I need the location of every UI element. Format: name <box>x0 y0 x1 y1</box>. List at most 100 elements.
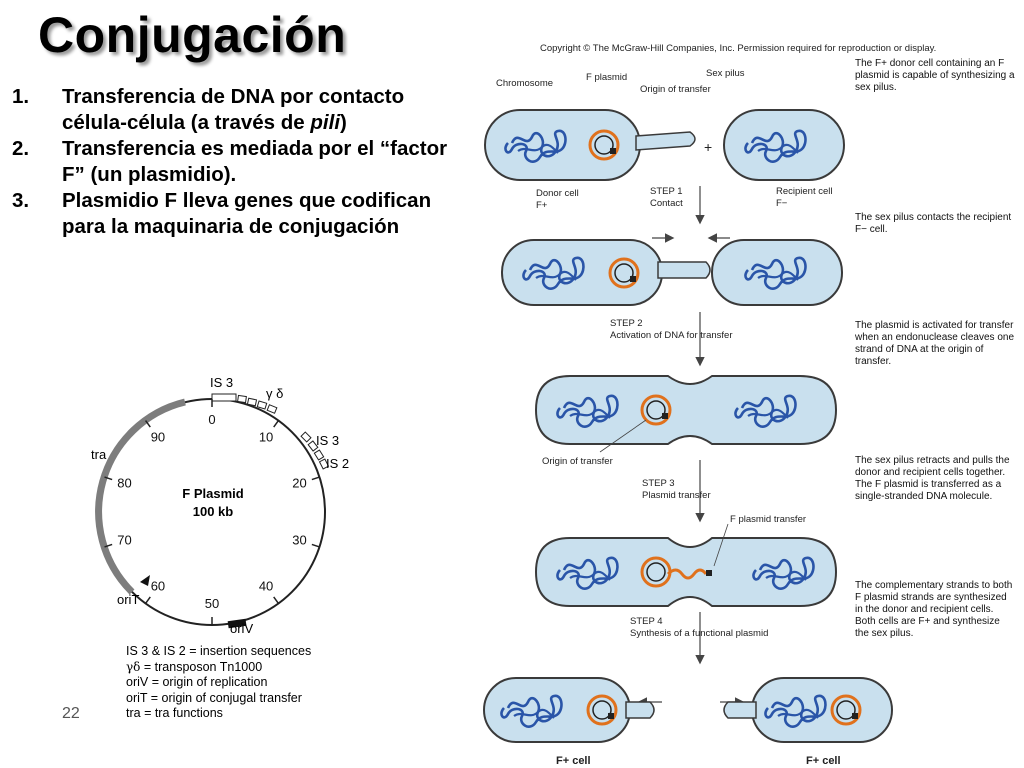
step-3-label: STEP 3 <box>642 478 675 489</box>
bullet-list: 1. Transferencia de DNA por contacto cél… <box>12 84 452 240</box>
origin-of-transfer-label: Origin of transfer <box>542 456 613 467</box>
conjugation-figure: Chromosome F plasmid Origin of transfer … <box>483 68 893 767</box>
bullet-text: Transferencia de DNA por contacto célula… <box>62 85 405 134</box>
step-2-name: Activation of DNA for transfer <box>610 330 733 341</box>
legend-key: IS 3 & IS 2 <box>126 644 186 658</box>
f-plus-cell-label: F+ cell <box>556 755 591 767</box>
description-step-3: The sex pilus retracts and pulls the don… <box>855 455 1010 502</box>
bullet-item-1: 1. Transferencia de DNA por contacto cél… <box>12 84 452 136</box>
step-2-label: STEP 2 <box>610 318 643 329</box>
legend-row: tra = tra functions <box>126 706 366 722</box>
recipient-cell-label: Recipient cell <box>776 186 833 197</box>
bullet-text-end: ) <box>340 111 347 134</box>
step-4-name: Synthesis of a functional plasmid <box>630 628 768 639</box>
bullet-number: 2. <box>12 137 30 160</box>
recipient-sign: F− <box>776 198 788 209</box>
plasmid-tick-label: 90 <box>151 430 165 445</box>
step-3-name: Plasmid transfer <box>642 490 711 501</box>
legend-key: oriV <box>126 675 149 689</box>
plasmid-name: F Plasmid <box>182 486 243 501</box>
stage-1-labels: Chromosome F plasmid Origin of transfer … <box>496 68 833 211</box>
step-1-label: STEP 1 <box>650 186 683 197</box>
plasmid-tick-mark <box>144 420 151 428</box>
plasmid-tick-label: 60 <box>151 578 165 593</box>
plasmid-tick-mark <box>273 420 280 428</box>
copyright-notice: Copyright © The McGraw-Hill Companies, I… <box>540 43 937 54</box>
gamma-delta-label: γ δ <box>266 386 283 401</box>
legend-key: oriT <box>126 690 148 705</box>
legend-row: oriT = origin of conjugal transfer <box>126 691 366 707</box>
tra-region-arc <box>95 398 186 595</box>
plasmid-tick-mark <box>104 543 113 548</box>
oriV-label: oriV <box>230 621 253 636</box>
sex-pilus-label: Sex pilus <box>706 68 745 79</box>
stage-2-labels: STEP 2 Activation of DNA for transfer <box>610 318 733 341</box>
bullet-text: Transferencia es mediada por el “factor … <box>62 137 448 186</box>
is2-label: IS 2 <box>326 456 349 471</box>
legend-text: = transposon Tn1000 <box>140 659 263 674</box>
stage-5-labels: F+ cell F+ cell <box>556 755 841 767</box>
origin-of-transfer-marker <box>610 148 616 154</box>
f-plasmid-ring <box>588 129 620 161</box>
legend-row: oriV = origin of replication <box>126 675 366 691</box>
plasmid-size: 100 kb <box>193 504 234 519</box>
bullet-number: 3. <box>12 189 30 212</box>
oriT-arrow <box>140 575 150 586</box>
f-plasmid-transfer-label: F plasmid transfer <box>730 514 806 525</box>
legend-text: = insertion sequences <box>185 644 312 658</box>
plasmid-tick-label: 50 <box>205 596 219 611</box>
legend-text: = origin of replication <box>148 675 268 689</box>
is3-right-label: IS 3 <box>316 433 339 448</box>
step-1-name: Contact <box>650 198 683 209</box>
plasmid-tick-mark <box>273 596 280 604</box>
plasmid-tick-mark <box>144 596 151 604</box>
legend-text: = origin of conjugal transfer <box>147 690 302 705</box>
insertion-sequence-boxes <box>211 393 330 470</box>
plasmid-tick-mark <box>311 543 320 548</box>
donor-sign: F+ <box>536 200 548 211</box>
plasmid-tick-label: 70 <box>117 532 131 547</box>
bullet-number: 1. <box>12 85 30 108</box>
is3-top-label: IS 3 <box>210 375 233 390</box>
plasmid-tick-label: 0 <box>208 412 215 427</box>
plasmid-tick-label: 10 <box>259 430 273 445</box>
transferred-strand <box>666 568 708 580</box>
stage-2-cells <box>501 239 843 306</box>
plasmid-tick-mark <box>104 476 113 481</box>
description-step-0: The F+ donor cell containing an F plasmi… <box>855 58 1015 93</box>
slide-title: Conjugación <box>38 7 347 63</box>
plasmid-tick-mark <box>311 476 320 481</box>
oriT-label: oriT <box>117 592 139 607</box>
description-step-2: The plasmid is activated for transfer wh… <box>855 320 1015 367</box>
legend-text: = tra functions <box>140 706 223 720</box>
description-step-4: The complementary strands to both F plas… <box>855 580 1013 639</box>
stage-4-labels: F plasmid transfer STEP 4 Synthesis of a… <box>630 514 806 639</box>
origin-transfer-label: Origin of transfer <box>640 84 711 95</box>
legend-row: γδ = transposon Tn1000 <box>126 660 366 676</box>
stage-1-cells <box>484 109 845 181</box>
f-plus-cell-label: F+ cell <box>806 755 841 767</box>
legend-key: tra <box>126 706 141 720</box>
tra-label: tra <box>91 447 107 462</box>
stage-5-cells <box>483 677 893 743</box>
legend-row: IS 3 & IS 2 = insertion sequences <box>126 644 366 660</box>
oriV-marker <box>227 618 247 629</box>
bullet-item-2: 2. Transferencia es mediada por el “fact… <box>12 136 452 188</box>
chromosome-label: Chromosome <box>496 78 553 89</box>
donor-cell-label: Donor cell <box>536 188 579 199</box>
stage-3-labels: Origin of transfer STEP 3 Plasmid transf… <box>542 456 711 501</box>
bullet-text: Plasmidio F lleva genes que codifican pa… <box>62 189 432 238</box>
plasmid-tick-label: 20 <box>292 476 306 491</box>
f-plasmid-label: F plasmid <box>586 72 627 83</box>
legend-key: γδ <box>126 659 141 674</box>
stage-4-cells <box>534 537 838 607</box>
plasmid-tick-label: 80 <box>117 476 131 491</box>
sex-pilus <box>635 131 696 151</box>
plus-sign: + <box>704 139 712 155</box>
bullet-italic-text: pili <box>310 111 341 134</box>
step-4-label: STEP 4 <box>630 616 663 627</box>
plasmid-tick-label: 40 <box>259 578 273 593</box>
bullet-item-3: 3. Plasmidio F lleva genes que codifican… <box>12 188 452 240</box>
